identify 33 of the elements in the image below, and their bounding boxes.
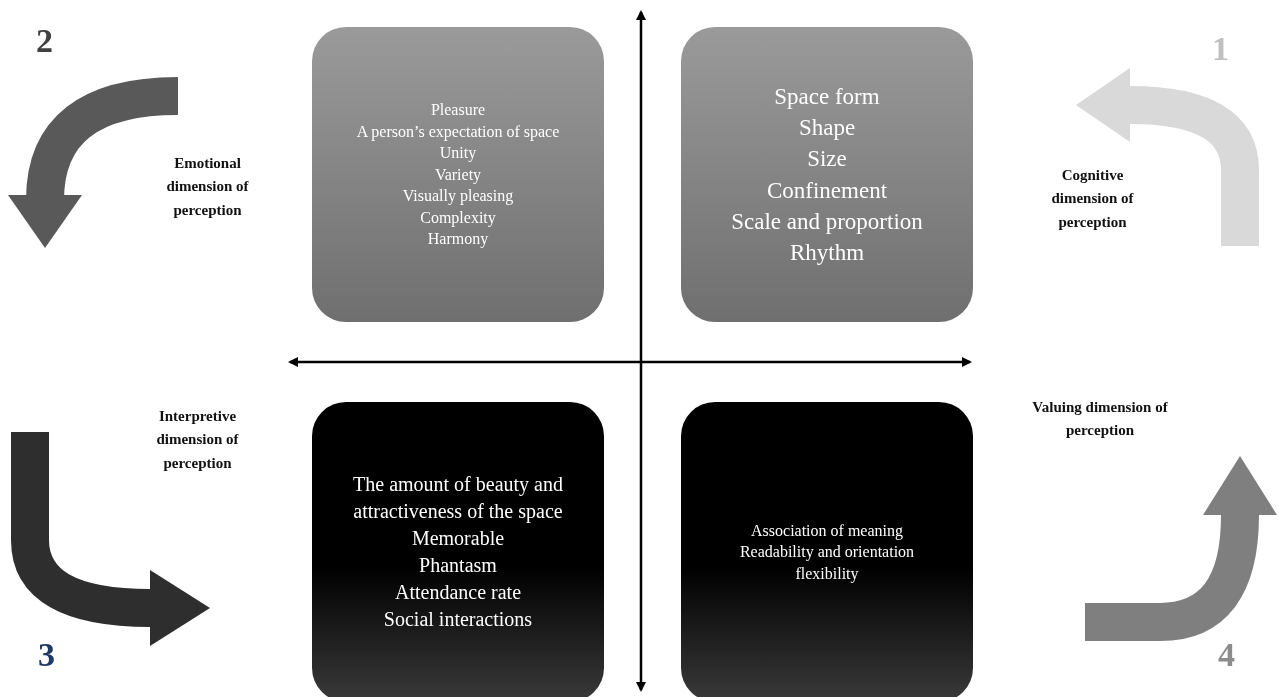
quadrant-box bbox=[312, 27, 604, 322]
quadrant-box bbox=[681, 27, 973, 322]
criterion-text: Phantasm bbox=[419, 553, 497, 578]
criterion-text: The amount of beauty and attractiveness of the space bbox=[352, 472, 564, 525]
criterion-text: Readability and orientation bbox=[739, 542, 915, 563]
criterion-text: Pleasure bbox=[430, 99, 486, 120]
criterion-text: Memorable bbox=[411, 526, 505, 551]
dimension-label: Cognitive dimension of perception bbox=[1050, 166, 1135, 232]
criterion-text: Size bbox=[807, 145, 847, 174]
criterion-text: Complexity bbox=[420, 207, 496, 229]
quadrant-box bbox=[681, 402, 973, 697]
criterion-text: Association of meaning bbox=[751, 520, 903, 542]
criterion-text: Attendance rate bbox=[394, 580, 521, 605]
dimension-label: Interpretive dimension of perception bbox=[155, 407, 240, 473]
criterion-text: A person’s expectation of space bbox=[356, 121, 560, 143]
criterion-text: Visually pleasing bbox=[402, 186, 514, 207]
criterion-text: flexibility bbox=[795, 563, 859, 585]
criterion-text: Variety bbox=[434, 164, 482, 186]
step-number: 3 bbox=[38, 636, 55, 674]
criterion-text: Scale and proportion bbox=[731, 207, 923, 236]
quadrant-box bbox=[312, 402, 604, 697]
criterion-text: Harmony bbox=[427, 229, 489, 250]
criterion-text: Rhythm bbox=[789, 238, 865, 267]
step-number: 1 bbox=[1212, 30, 1229, 68]
criterion-text: Confinement bbox=[766, 176, 888, 205]
criterion-text: Unity bbox=[439, 143, 477, 164]
criterion-text: Space form bbox=[774, 83, 880, 112]
step-number: 4 bbox=[1218, 636, 1235, 674]
criterion-text: Shape bbox=[798, 114, 856, 143]
dimension-label: Emotional dimension of perception bbox=[165, 154, 250, 220]
criterion-text: Social interactions bbox=[383, 607, 533, 632]
dimension-label: Valuing dimension of perception bbox=[1031, 398, 1169, 441]
step-number: 2 bbox=[36, 22, 53, 60]
